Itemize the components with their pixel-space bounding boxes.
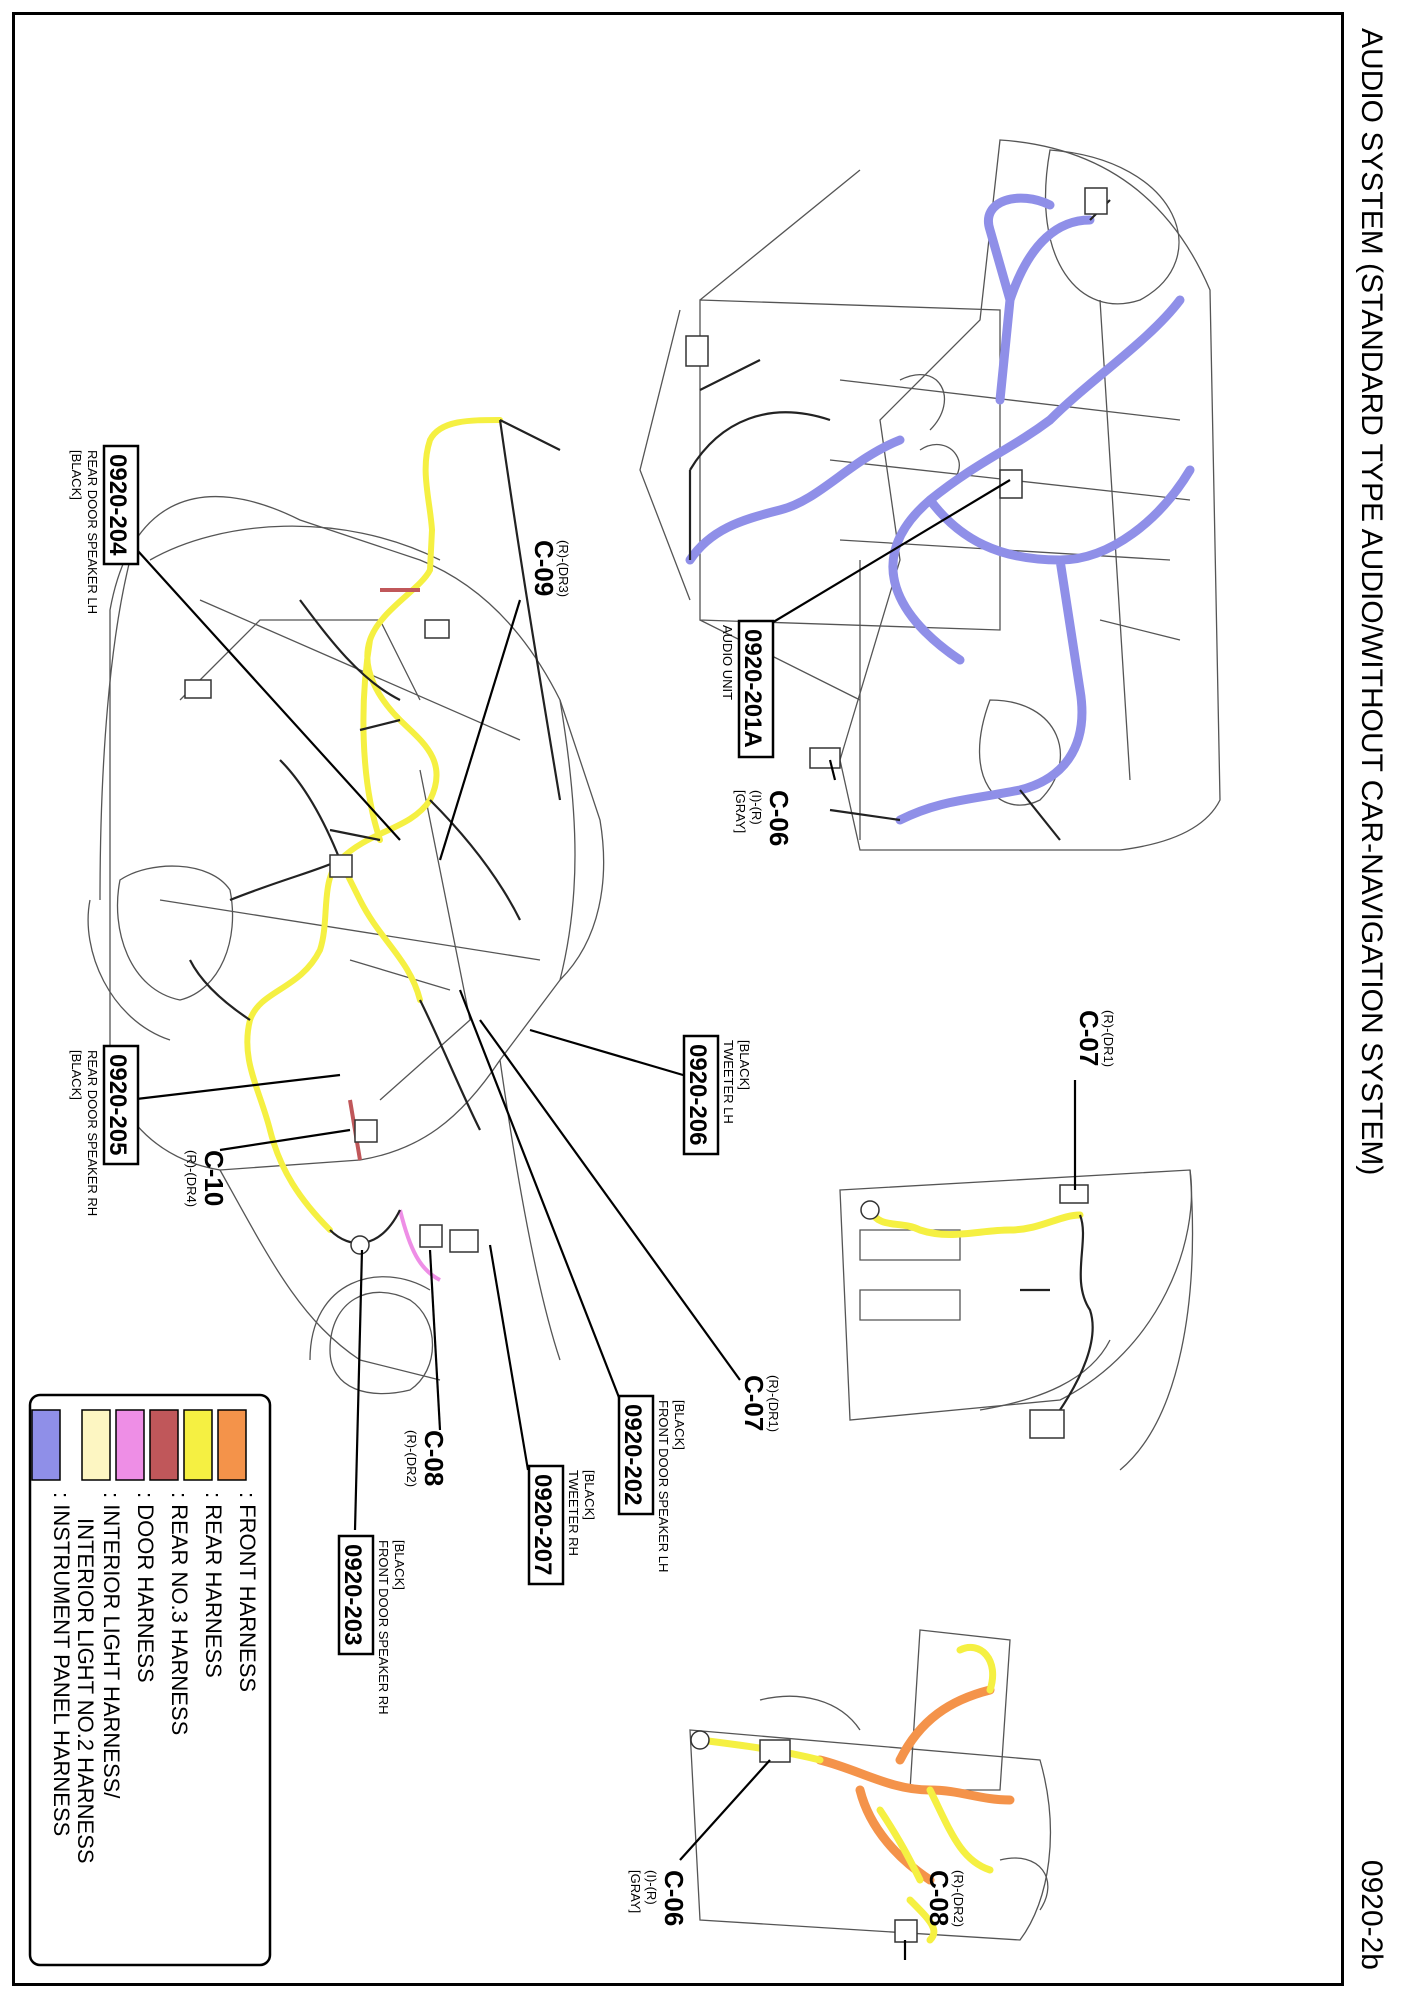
engine-bay-drawing [689,1629,1052,1944]
component-0920-206-name: TWEETER LH [721,1040,736,1124]
callout-c08-vehicle-code: C-08 [419,1430,449,1486]
legend-item: : FRONT HARNESS [217,1409,260,1692]
legend-swatch [183,1409,213,1481]
ip-harness-wire [685,193,1195,825]
legend-swatch [115,1409,145,1481]
legend-label: : INSTRUMENT PANEL HARNESS [49,1492,74,1836]
callout-c06-bay-color: [GRAY] [628,1870,643,1913]
page-code: 0920-2b [1355,1860,1388,1970]
rear-harness-wire [244,417,503,1233]
component-0920-207-name: TWEETER RH [566,1470,581,1556]
component-0920-203-color: [BLACK] [392,1540,407,1590]
component-0920-205-color: [BLACK] [69,1050,84,1100]
legend-item: : INTERIOR LIGHT HARNESS/INTERIOR LIGHT … [73,1409,124,1864]
callout-c07-vehicle-code: C-07 [739,1375,769,1431]
callout-c08-bay: (R)-(DR2) C-08 [924,1870,966,1927]
component-0920-204-color: [BLACK] [69,450,84,500]
legend-item: : INSTRUMENT PANEL HARNESS [31,1409,74,1836]
component-0920-202-color: [BLACK] [672,1400,687,1450]
callout-c10-sub: (R)-(DR4) [184,1150,199,1207]
header: AUDIO SYSTEM (STANDARD TYPE AUDIO/WITHOU… [1355,28,1388,1970]
callout-c06-bay-sub: (I)-(R) [644,1870,659,1905]
callout-c09: (R)-(DR3) C-09 [529,540,571,597]
callout-c06-ip-code: C-06 [764,790,794,846]
callout-c06-ip-color: [GRAY] [733,790,748,833]
component-0920-206-color: [BLACK] [737,1040,752,1090]
component-0920-204: 0920-204 REAR DOOR SPEAKER LH [BLACK] [69,444,140,614]
legend-label: : REAR HARNESS [201,1492,226,1678]
callout-c06-ip-sub: (I)-(R) [749,790,764,825]
component-0920-202-name: FRONT DOOR SPEAKER LH [656,1400,671,1572]
leader-lines [127,479,1077,1960]
component-0920-202-id: 0920-202 [619,1404,646,1505]
component-0920-207: [BLACK] TWEETER RH 0920-207 [527,1464,597,1586]
callout-c06-bay-code: C-06 [659,1870,689,1926]
component-0920-206: [BLACK] TWEETER LH 0920-206 [682,1034,752,1156]
callout-c07-door-code: C-07 [1074,1010,1104,1066]
callout-c07-door-sub: (R)-(DR1) [1101,1010,1116,1067]
legend-swatch [149,1409,179,1481]
component-0920-202: [BLACK] FRONT DOOR SPEAKER LH 0920-202 [617,1394,687,1572]
callout-c08-bay-code: C-08 [924,1870,954,1926]
callout-c10: C-10 (R)-(DR4) [184,1150,229,1207]
legend-label: : FRONT HARNESS [235,1492,260,1692]
callout-c08-vehicle: C-08 (R)-(DR2) [404,1430,449,1487]
callout-c06-ip: C-06 (I)-(R) [GRAY] [733,790,794,846]
page-title: AUDIO SYSTEM (STANDARD TYPE AUDIO/WITHOU… [1355,28,1388,1175]
component-0920-201a-id: 0920-201A [739,629,766,748]
door-harness-wire [866,1206,1084,1238]
component-0920-205-name: REAR DOOR SPEAKER RH [85,1050,100,1216]
vehicle-body-drawing [87,417,605,1395]
component-0920-203-id: 0920-203 [339,1544,366,1645]
page-border [12,12,1344,1986]
callout-c09-code: C-09 [529,540,559,596]
component-0920-203-name: FRONT DOOR SPEAKER RH [376,1540,391,1715]
component-0920-207-color: [BLACK] [582,1470,597,1520]
component-0920-204-id: 0920-204 [104,454,131,556]
component-0920-204-name: REAR DOOR SPEAKER LH [85,450,100,614]
callout-c06-bay: C-06 (I)-(R) [GRAY] [628,1870,689,1926]
legend-item: : REAR NO.3 HARNESS [149,1409,192,1735]
callout-c08-bay-sub: (R)-(DR2) [951,1870,966,1927]
legend-label-line2: INTERIOR LIGHT NO.2 HARNESS [73,1518,98,1864]
component-0920-201a-name: AUDIO UNIT [720,625,735,700]
component-0920-206-id: 0920-206 [684,1044,711,1145]
legend-swatch [81,1409,111,1481]
door-detail-drawing [839,1169,1194,1471]
component-0920-201a: 0920-201A AUDIO UNIT [720,619,775,759]
callout-c07-vehicle-sub: (R)-(DR1) [766,1375,781,1432]
callout-c07-vehicle: (R)-(DR1) C-07 [739,1375,781,1432]
legend-swatch [217,1409,247,1481]
legend-label: : INTERIOR LIGHT HARNESS/ [99,1492,124,1799]
instrument-panel-drawing [639,139,1221,851]
legend-swatch [31,1409,61,1481]
harness-legend: : FRONT HARNESS : REAR HARNESS : REAR NO.3… [28,1393,272,1967]
legend-label: : DOOR HARNESS [133,1492,158,1683]
callout-c07-door: (R)-(DR1) C-07 [1074,1010,1116,1067]
callout-c10-code: C-10 [199,1150,229,1206]
callout-c09-sub: (R)-(DR3) [556,540,571,597]
callout-c08-vehicle-sub: (R)-(DR2) [404,1430,419,1487]
component-0920-203: [BLACK] FRONT DOOR SPEAKER RH 0920-203 [337,1534,407,1715]
component-0920-205: 0920-205 REAR DOOR SPEAKER RH [BLACK] [69,1044,140,1216]
legend-item: : DOOR HARNESS [115,1409,158,1683]
legend-item: : REAR HARNESS [183,1409,226,1678]
legend-label: : REAR NO.3 HARNESS [167,1492,192,1735]
component-0920-205-id: 0920-205 [104,1054,131,1155]
component-0920-207-id: 0920-207 [529,1474,556,1575]
